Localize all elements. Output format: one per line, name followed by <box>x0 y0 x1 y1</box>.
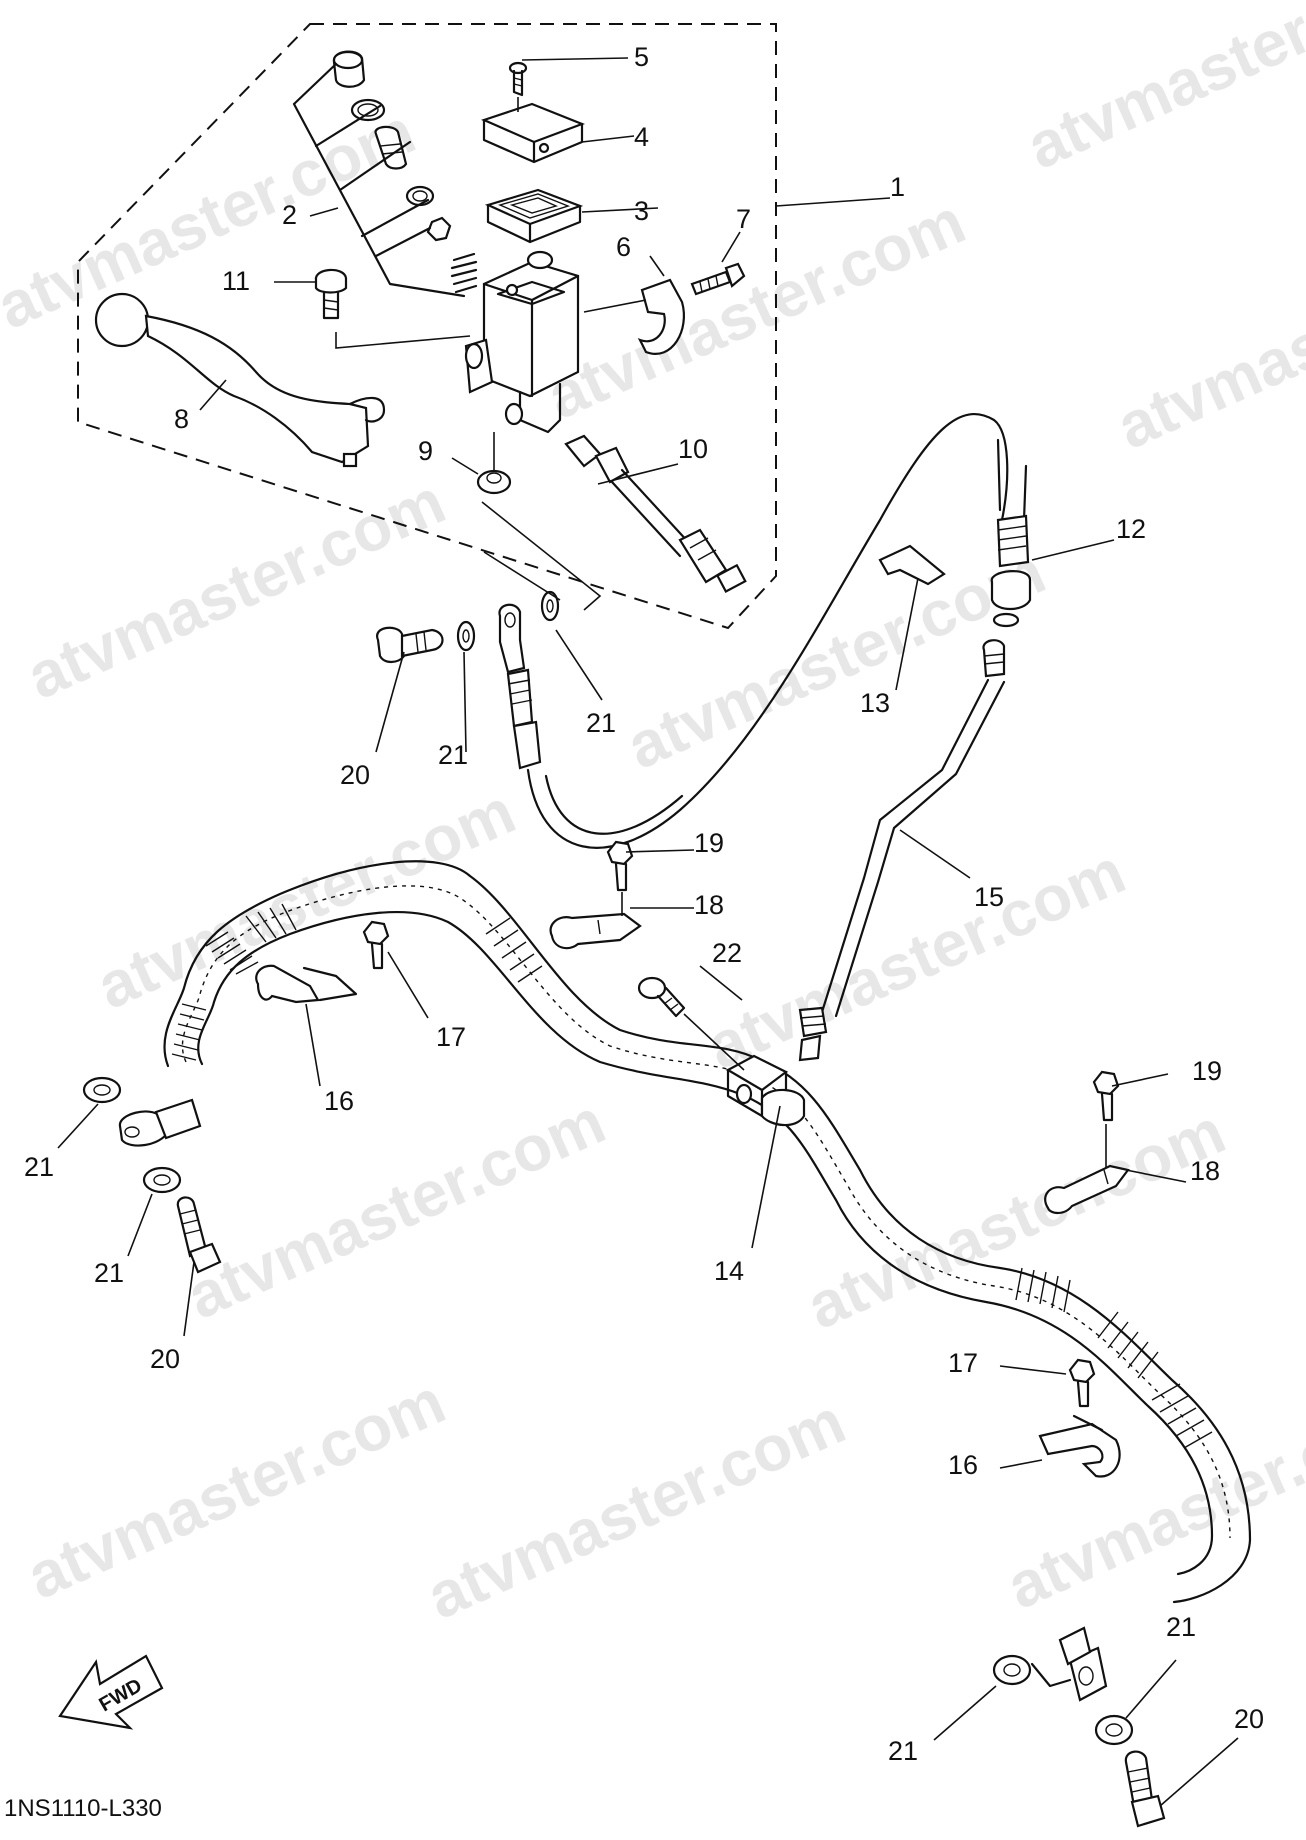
callout-21: 21 <box>24 1152 54 1182</box>
handlebar-holder <box>583 278 685 355</box>
left-banjo-group <box>82 1076 222 1274</box>
hose-joint <box>725 1054 806 1127</box>
hose-clamp-16-right <box>1038 1414 1121 1478</box>
reservoir-cap <box>480 102 586 164</box>
cap-screw <box>508 61 528 112</box>
callout-16: 16 <box>324 1086 354 1116</box>
clamp-bolt-19-upper <box>606 840 634 916</box>
callout-5: 5 <box>634 42 649 72</box>
master-cylinder-assembly-outline <box>77 23 777 630</box>
callout-17: 17 <box>948 1348 978 1378</box>
callout-8: 8 <box>174 404 189 434</box>
brake-pipe <box>798 639 1006 1062</box>
diaphragm <box>484 188 584 244</box>
watermark: atvmaster.com <box>176 1085 615 1333</box>
right-banjo-group <box>992 1626 1166 1828</box>
diagram-code: 1NS1110-L330 <box>4 1795 162 1822</box>
callout-4: 4 <box>634 122 649 152</box>
callout-6: 6 <box>616 232 631 262</box>
watermark: atvmaster.com <box>0 95 425 343</box>
hose-clamp-16-left <box>255 964 358 1004</box>
watermark: atvmaster.com <box>1016 0 1306 183</box>
callout-3: 3 <box>634 196 649 226</box>
clamp-bolt-17-left <box>362 920 390 970</box>
callout-22: 22 <box>712 938 742 968</box>
callout-7: 7 <box>736 204 751 234</box>
callout-2: 2 <box>282 200 297 230</box>
watermark: atvmaster.com <box>16 465 455 713</box>
callout-21: 21 <box>586 708 616 738</box>
leader-lines <box>57 57 1239 1807</box>
upper-banjo-group <box>376 501 602 770</box>
watermark: atvmaster.com <box>696 835 1135 1083</box>
watermark: atvmaster.com <box>416 1385 855 1633</box>
watermark: atvmaster.com <box>1106 215 1306 463</box>
callout-14: 14 <box>714 1256 744 1286</box>
hose-clamp-18-upper <box>549 912 642 950</box>
pivot-nut <box>476 432 512 495</box>
callout-13: 13 <box>860 688 890 718</box>
callout-9: 9 <box>418 436 433 466</box>
joint-bolt-22 <box>637 976 745 1071</box>
clamp-bolt-19-right <box>1092 1070 1120 1168</box>
callout-20: 20 <box>150 1344 180 1374</box>
clamp-bolt-17-right <box>1068 1358 1096 1408</box>
hose-corrugation <box>171 903 1213 1449</box>
callout-12: 12 <box>1116 514 1146 544</box>
brake-lever <box>94 292 386 468</box>
callout-20: 20 <box>340 760 370 790</box>
callout-21: 21 <box>94 1258 124 1288</box>
main-brake-hose-dash <box>181 885 1231 1539</box>
hose-clip-13 <box>878 544 946 586</box>
callout-1: 1 <box>890 172 905 202</box>
callout-17: 17 <box>436 1022 466 1052</box>
piston-kit <box>292 50 478 298</box>
callout-21: 21 <box>1166 1612 1196 1642</box>
callout-16: 16 <box>948 1450 978 1480</box>
watermark: atvmaster.com <box>796 1095 1235 1343</box>
callout-18: 18 <box>694 890 724 920</box>
watermark: atvmaster.com <box>996 1375 1306 1623</box>
callout-19: 19 <box>694 828 724 858</box>
callout-20: 20 <box>1234 1704 1264 1734</box>
hose-end-fitting <box>990 438 1032 628</box>
watermark: atvmaster.com <box>16 1365 455 1613</box>
upper-brake-hose <box>526 413 1009 849</box>
fwd-arrow-icon: FWD <box>58 1654 164 1730</box>
master-cylinder-body <box>464 250 580 434</box>
brake-switch <box>564 434 747 594</box>
callout-labels: 1 2 3 4 5 6 7 8 9 10 11 12 13 14 15 16 1… <box>24 42 1264 1766</box>
pivot-bolt <box>314 268 471 349</box>
holder-bolt <box>690 262 746 296</box>
callout-15: 15 <box>974 882 1004 912</box>
callout-21: 21 <box>438 740 468 770</box>
callout-21: 21 <box>888 1736 918 1766</box>
upper-brake-hose-inner <box>544 774 684 835</box>
callout-18: 18 <box>1190 1156 1220 1186</box>
callout-11: 11 <box>222 266 250 296</box>
callout-10: 10 <box>678 434 708 464</box>
callout-19: 19 <box>1192 1056 1222 1086</box>
